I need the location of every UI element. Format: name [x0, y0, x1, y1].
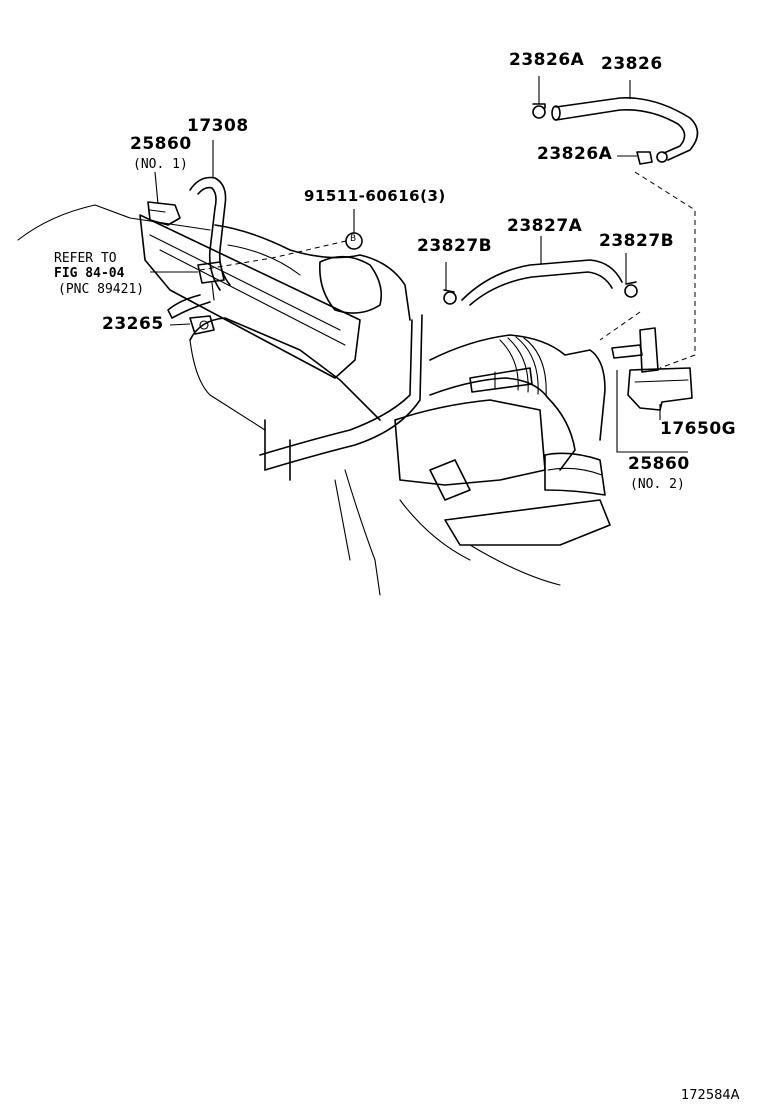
- hose-23827a: [461, 259, 623, 306]
- label-23826a-top: 23826A: [509, 50, 585, 70]
- refer-line-2: FIG 84-04: [54, 266, 125, 281]
- bolt-marker-letter: B: [350, 234, 357, 244]
- vacuum-switch-23265: [189, 315, 215, 335]
- leader-lines: [150, 76, 688, 453]
- label-25860-no2-note: (NO. 2): [630, 477, 685, 492]
- vsv-25860-no1: [147, 201, 181, 226]
- label-23826a-mid: 23826A: [537, 144, 613, 164]
- diagram-code: 172584A: [681, 1088, 740, 1103]
- vsv-25860-no2: [611, 327, 659, 373]
- filter-17650g: [627, 367, 693, 411]
- label-17650g: 17650G: [660, 419, 737, 439]
- label-23265: 23265: [102, 314, 164, 334]
- clamp-23826a-mid: [636, 151, 668, 165]
- label-25860-no1: 25860: [130, 134, 192, 154]
- label-25860-no2: 25860: [628, 454, 690, 474]
- clamp-23827b-right: [624, 281, 638, 298]
- clamp-23826a-top: [532, 103, 546, 119]
- dashed-lines: [199, 171, 696, 369]
- label-23827b-right: 23827B: [599, 231, 675, 251]
- label-23827a: 23827A: [507, 216, 583, 236]
- refer-line-1: REFER TO: [54, 251, 117, 266]
- refer-line-3: (PNC 89421): [58, 282, 145, 297]
- label-23827b-left: 23827B: [417, 236, 493, 256]
- label-23826: 23826: [601, 54, 663, 74]
- label-91511: 91511-60616(3): [304, 187, 446, 205]
- label-17308: 17308: [187, 116, 249, 136]
- label-25860-no1-note: (NO. 1): [133, 157, 188, 172]
- hose-17308: [167, 176, 231, 319]
- hose-23826: [551, 97, 699, 161]
- engine-assembly: [17, 204, 611, 596]
- intake-duct: [429, 334, 606, 496]
- bracket-refer: [197, 261, 225, 301]
- clamp-23827b-left: [443, 289, 457, 305]
